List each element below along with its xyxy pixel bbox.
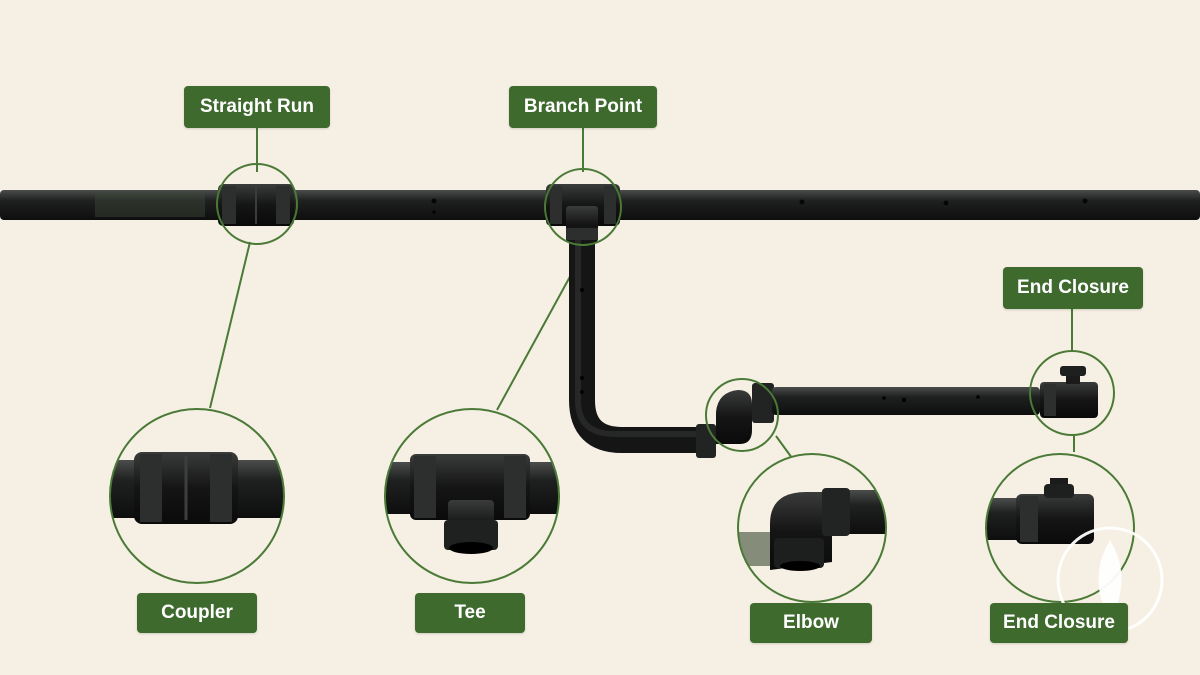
tee-fitting xyxy=(546,184,620,242)
elbow-detail-circle xyxy=(737,453,887,603)
label-elbow: Elbow xyxy=(750,603,872,643)
end-closure-detail-circle xyxy=(985,453,1135,603)
coupler-fitting xyxy=(218,184,294,226)
label-end-closure-bottom: End Closure xyxy=(990,603,1128,643)
tee-detail-circle xyxy=(384,408,560,584)
label-end-closure-top: End Closure xyxy=(1003,267,1143,309)
highlight-circles xyxy=(216,163,1115,452)
label-straight-run: Straight Run xyxy=(184,86,330,128)
secondary-pipe xyxy=(772,387,1040,415)
label-coupler: Coupler xyxy=(137,593,257,633)
branch-pipe xyxy=(569,240,710,453)
elbow-fitting xyxy=(696,383,774,458)
callout-lines xyxy=(209,128,1075,459)
label-tee: Tee xyxy=(415,593,525,633)
end-closure-fitting xyxy=(1040,366,1098,418)
coupler-detail-circle xyxy=(109,408,285,584)
label-branch-point: Branch Point xyxy=(509,86,657,128)
